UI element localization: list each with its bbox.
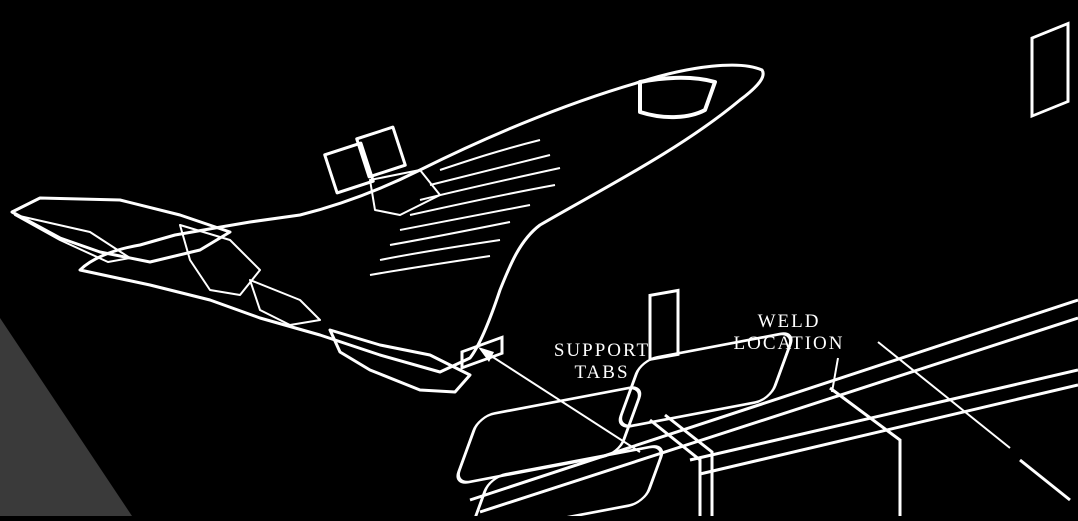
frame-rail-3	[689, 368, 1078, 462]
gear-detail	[249, 279, 321, 326]
frame-rail-4	[699, 383, 1078, 476]
support-label-line1: SUPPORT	[553, 340, 651, 361]
nose-detail	[638, 75, 717, 120]
engine-nacelle-left	[323, 141, 375, 195]
support-label-line2: TABS	[574, 362, 630, 383]
weld-location-label: WELD LOCATION	[704, 311, 874, 355]
left-wing-flap	[14, 214, 131, 263]
canopy-area	[369, 169, 441, 216]
tail-section	[328, 328, 472, 394]
weld-label-line1: WELD	[757, 311, 821, 332]
frame-rail-1	[469, 298, 1078, 502]
cross-member-3	[829, 386, 902, 516]
landing-gear	[179, 224, 261, 296]
support-post-2	[1030, 21, 1070, 119]
support-post-3	[460, 335, 504, 370]
left-wing	[10, 196, 232, 264]
weld-leader-line-1	[831, 357, 839, 393]
weld-label-line2: LOCATION	[733, 333, 845, 354]
support-post-1	[648, 288, 680, 362]
frame-rail-2	[479, 316, 1078, 514]
support-frame-grid	[456, 21, 1078, 521]
support-tabs-label: SUPPORT TABS	[532, 340, 672, 384]
cross-member-1	[649, 418, 702, 516]
fuselage-outline	[78, 63, 765, 374]
belly-striations	[369, 139, 561, 276]
corner-shape	[0, 318, 132, 516]
cross-member-4	[1019, 458, 1071, 502]
frame-cell-2	[618, 332, 793, 428]
support-leader-line	[484, 351, 641, 453]
aircraft-illustration	[10, 63, 765, 394]
cross-member-2	[664, 413, 714, 516]
leader-lines	[478, 341, 1011, 453]
engine-nacelle-right	[355, 125, 407, 179]
